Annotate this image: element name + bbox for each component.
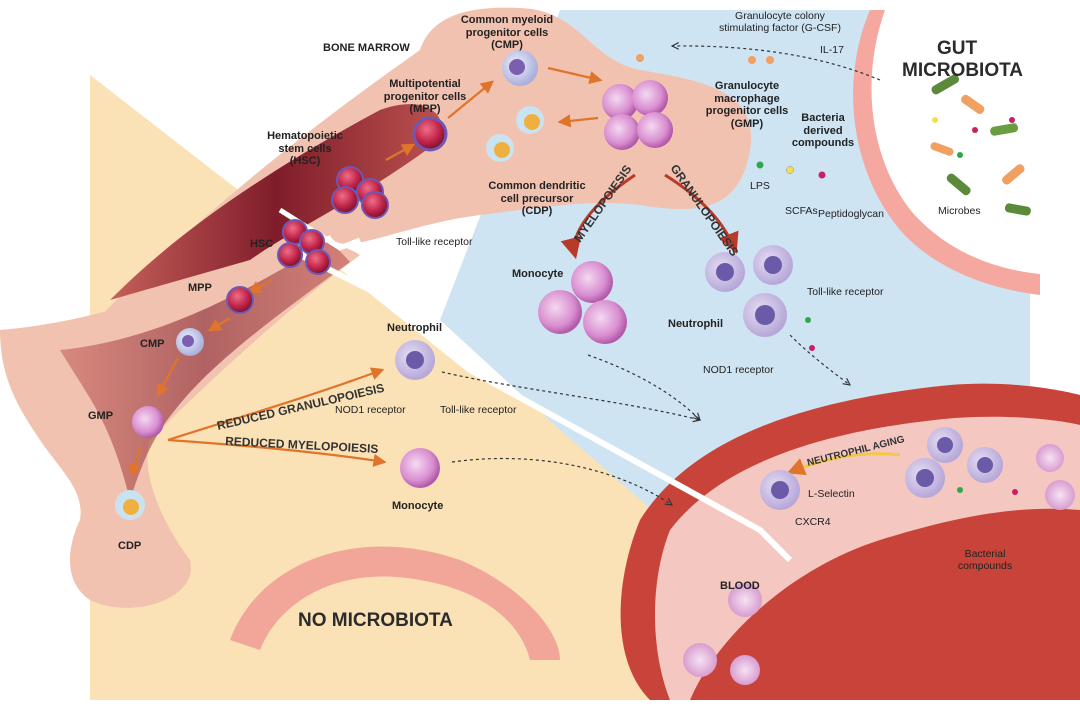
- dashed-arrows: [441, 46, 881, 505]
- cell-cmp-top: [502, 50, 538, 86]
- label-hsc: Hematopoietic stem cells (HSC): [267, 130, 343, 168]
- label-cmp-lower: CMP: [140, 338, 165, 350]
- label-bacterial-compounds: Bacterial compounds: [957, 548, 1013, 573]
- molecule-dots: [636, 54, 1018, 495]
- cell-gmp-top: [602, 80, 673, 150]
- differentiation-arrows: [128, 66, 603, 478]
- branch-arrows: [560, 173, 739, 260]
- cell-hsc-lower: [277, 219, 331, 275]
- label-mpp: Multipotential progenitor cells (MPP): [383, 78, 467, 116]
- label-lps: LPS: [750, 180, 770, 192]
- label-il17: IL-17: [820, 44, 844, 56]
- monocyte-cluster: [538, 261, 627, 344]
- cell-hsc-top: [331, 166, 389, 219]
- label-microbes: Microbes: [938, 205, 981, 217]
- label-l-selectin: L-Selectin: [808, 488, 855, 500]
- label-hsc-lower: HSC: [250, 238, 274, 250]
- label-cmp: Common myeloid progenitor cells (CMP): [460, 14, 554, 52]
- label-nod1-top: NOD1 receptor: [703, 364, 774, 376]
- label-nod1-lower: NOD1 receptor: [335, 404, 406, 416]
- cell-gmp-lower: [132, 406, 164, 438]
- label-blood: BLOOD: [720, 580, 760, 592]
- monocyte-lower: [400, 448, 440, 488]
- label-gmp-lower: GMP: [88, 410, 114, 422]
- blood-neutrophils: [760, 427, 1003, 510]
- neutrophil-lower: [395, 340, 435, 380]
- label-peptidoglycan: Peptidoglycan: [818, 208, 884, 220]
- label-neutrophil-top: Neutrophil: [668, 318, 723, 330]
- label-gcsf: Granulocyte colony stimulating factor (G…: [719, 10, 841, 35]
- label-scfas: SCFAs: [785, 205, 818, 217]
- label-cdp-lower: CDP: [118, 540, 142, 552]
- label-no-microbiota: NO MICROBIOTA: [298, 610, 453, 631]
- label-cxcr4: CXCR4: [795, 516, 831, 528]
- label-monocyte-lower: Monocyte: [392, 500, 444, 512]
- cell-cmp-lower: [176, 328, 204, 356]
- bone-lower: [0, 232, 360, 608]
- no-microbiota-epithelium: [230, 546, 560, 660]
- label-gmp: Granulocyte macrophage progenitor cells …: [705, 80, 789, 130]
- cell-mpp-lower: [226, 286, 254, 314]
- label-monocyte-top: Monocyte: [512, 268, 564, 280]
- label-mpp-lower: MPP: [188, 282, 212, 294]
- cell-cdp-top: [486, 106, 544, 162]
- label-cdp: Common dendritic cell precursor (CDP): [488, 180, 586, 218]
- no-microbiota-background: [90, 75, 1080, 700]
- microbes: [930, 74, 1031, 216]
- label-bone-marrow: BONE MARROW: [323, 42, 410, 54]
- cell-mpp-top: [412, 116, 448, 152]
- label-gut-microbiota: GUT MICROBIOTA: [902, 38, 1024, 81]
- neutrophil-cluster: [705, 245, 793, 337]
- label-neutrophil-lower: Neutrophil: [387, 322, 442, 334]
- label-tlr-lower: Toll-like receptor: [440, 404, 517, 416]
- neutrophil-aging-arrow: [786, 452, 901, 476]
- label-bacteria-compounds: Bacteria derived compounds: [791, 112, 855, 150]
- label-tlr-top: Toll-like receptor: [396, 236, 473, 248]
- cell-cdp-lower: [115, 490, 145, 520]
- label-tlr-neutrophil: Toll-like receptor: [807, 286, 884, 298]
- blood-rbcs: [683, 444, 1075, 685]
